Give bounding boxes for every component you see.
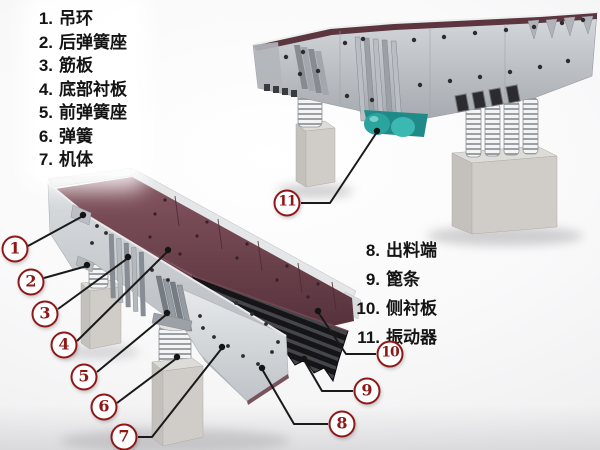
legend-item: 1. 吊环 bbox=[37, 7, 127, 31]
legend-item-number: 7. bbox=[38, 150, 53, 169]
callout-circle-7: 7 bbox=[110, 423, 138, 450]
panel-seams bbox=[339, 24, 506, 117]
callout-circle-4: 4 bbox=[50, 331, 78, 359]
callout-circle-10: 10 bbox=[376, 340, 404, 368]
vibrator-illustration bbox=[364, 110, 428, 137]
legend-item-label: 弹簧 bbox=[59, 126, 93, 146]
trough-interior-liner bbox=[55, 177, 354, 334]
trough-liner-edge bbox=[253, 12, 597, 51]
legend-item-label: 出料端 bbox=[386, 241, 437, 260]
near-rim-highlight bbox=[47, 182, 287, 337]
leader-lines bbox=[27, 131, 378, 438]
legend-item: 5. 前弹簧座 bbox=[37, 101, 127, 125]
legend-item-number: 10. bbox=[356, 299, 380, 318]
legend-item-label: 前弹簧座 bbox=[59, 103, 127, 122]
legend-item-number: 9. bbox=[365, 270, 380, 289]
legend-item-label: 振动器 bbox=[386, 328, 437, 347]
rear-seat-ribs bbox=[294, 45, 329, 95]
liner-bolts bbox=[148, 198, 320, 299]
legend-item-label: 篦条 bbox=[386, 270, 420, 289]
support-pedestal bbox=[295, 120, 336, 188]
bolts bbox=[283, 17, 586, 103]
legend-item: 4. 底部衬板 bbox=[37, 78, 127, 102]
rim-highlight bbox=[252, 11, 598, 46]
callout-circle-3: 3 bbox=[31, 300, 59, 328]
legend-item-label: 后弹簧座 bbox=[59, 32, 127, 52]
legend-item-label: 吊环 bbox=[59, 9, 93, 28]
callout-circle-8: 8 bbox=[328, 410, 356, 438]
legend-item-number: 1. bbox=[38, 9, 53, 28]
spring-coils bbox=[297, 85, 539, 158]
legend-item: 3. 筋板 bbox=[37, 54, 127, 78]
callout-circle-9: 9 bbox=[353, 377, 381, 405]
panel-liner-sliver bbox=[247, 374, 289, 405]
support-pedestal bbox=[451, 145, 558, 235]
leader-dots bbox=[79, 127, 381, 372]
legend-item: 2. 后弹簧座 bbox=[37, 31, 127, 55]
legend-item-number: 4. bbox=[38, 79, 53, 99]
legend-item-number: 6. bbox=[38, 126, 53, 146]
callout-circle-11: 11 bbox=[273, 189, 301, 217]
legend-item: 10. 侧衬板 bbox=[356, 294, 437, 323]
legend-left: 1. 吊环 2. 后弹簧座 3. 筋板 4. 底部衬板 5. 前弹簧座 6. 弹簧 7. 机体 bbox=[35, 3, 137, 176]
end-wall bbox=[253, 42, 283, 93]
legend-item-label: 筋板 bbox=[59, 56, 93, 75]
rib-plates bbox=[108, 233, 146, 317]
callout-circle-5: 5 bbox=[70, 363, 98, 391]
legend-item: 9. 篦条 bbox=[356, 265, 437, 294]
legend-item: 7. 机体 bbox=[37, 148, 127, 172]
legend-item-number: 5. bbox=[38, 103, 53, 122]
vent-slots bbox=[264, 84, 297, 97]
legend-right: 8. 出料端 9. 篦条 10. 侧衬板 11. 振动器 bbox=[356, 236, 437, 352]
callout-circle-6: 6 bbox=[90, 393, 118, 421]
legend-item-number: 3. bbox=[38, 56, 53, 75]
legend-item-number: 8. bbox=[365, 241, 380, 260]
legend-item: 6. 弹簧 bbox=[37, 125, 127, 149]
lip-slots bbox=[454, 84, 521, 113]
legend-item-label: 侧衬板 bbox=[386, 299, 437, 318]
liner-seams bbox=[174, 195, 337, 311]
legend-item: 11. 振动器 bbox=[356, 323, 437, 352]
callout-circle-1: 1 bbox=[1, 235, 29, 263]
legend-item-number: 2. bbox=[38, 32, 53, 52]
legend-item-label: 底部衬板 bbox=[59, 79, 127, 99]
legend-item: 8. 出料端 bbox=[356, 236, 437, 265]
grate-top-edge bbox=[192, 275, 349, 332]
shadow bbox=[60, 345, 140, 359]
upper-machine-illustration bbox=[252, 11, 598, 246]
legend-item-label: 机体 bbox=[59, 150, 93, 169]
callout-circle-2: 2 bbox=[17, 268, 45, 296]
legend-item-number: 11. bbox=[357, 328, 380, 347]
